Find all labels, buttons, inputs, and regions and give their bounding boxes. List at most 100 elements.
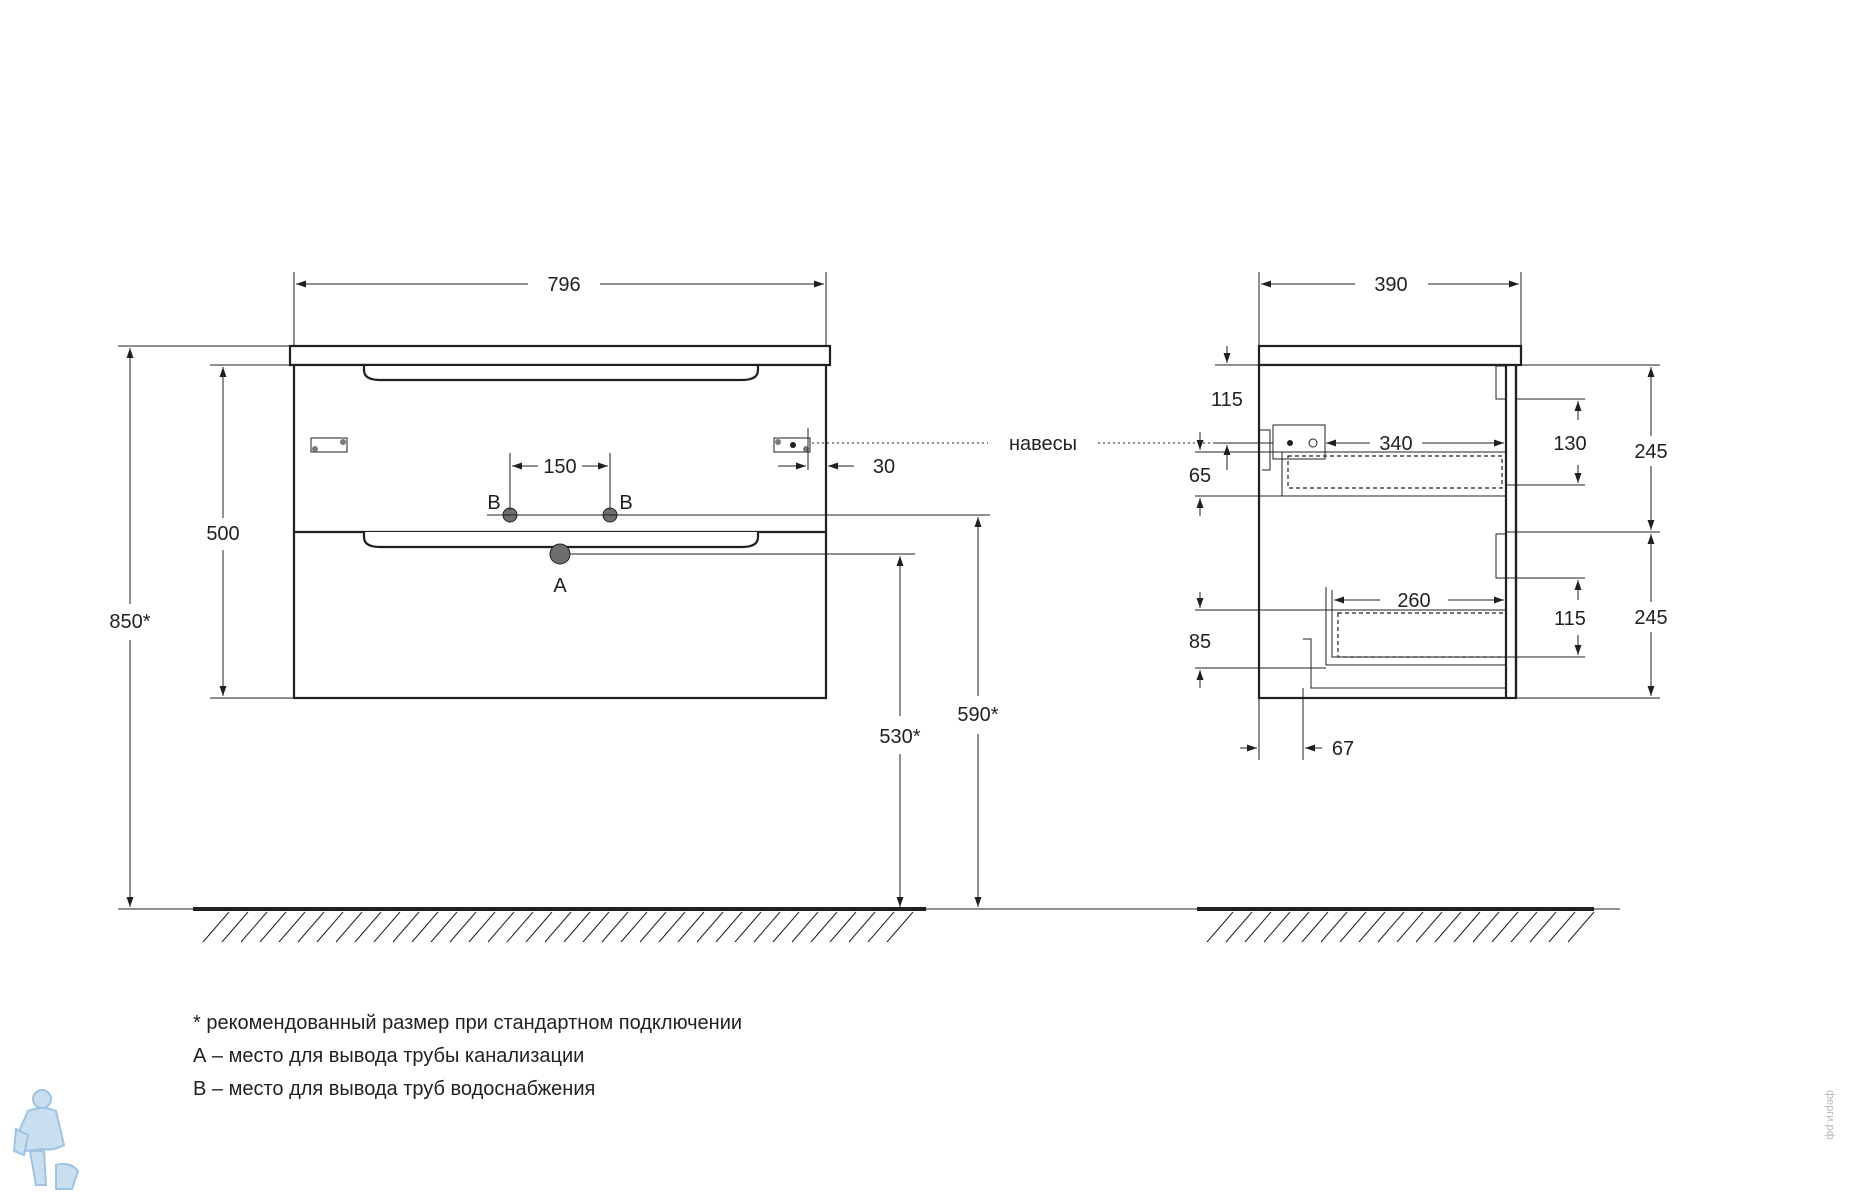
front-floor-hatch [202, 911, 914, 943]
hatch-stroke [563, 911, 591, 943]
hatch-stroke [202, 911, 230, 943]
dim-lower-drawer-depth: 260 [1397, 590, 1430, 612]
dim-lower-section: 245 [1634, 607, 1667, 629]
hatch-stroke [1206, 911, 1234, 943]
dim-upper-drawer-top: 130 [1553, 433, 1586, 455]
hatch-stroke [1320, 911, 1348, 943]
hatch-stroke [297, 911, 325, 943]
hatch-stroke [1263, 911, 1291, 943]
hatch-stroke [867, 911, 895, 943]
hatch-stroke [430, 911, 458, 943]
hatch-stroke [506, 911, 534, 943]
hatch-stroke [1491, 911, 1519, 943]
hatch-stroke [411, 911, 439, 943]
site-watermark: ферги.рф [1824, 1090, 1836, 1140]
dim-front-width: 796 [547, 274, 580, 296]
hatch-stroke [886, 911, 914, 943]
dim-supply-spacing: 150 [543, 456, 576, 478]
dim-hanger-depth: 340 [1379, 433, 1412, 455]
hatch-stroke [696, 911, 724, 943]
hatch-stroke [1548, 911, 1576, 943]
hatch-stroke [1244, 911, 1272, 943]
front-countertop [288, 344, 832, 367]
hatch-stroke [487, 911, 515, 943]
dim-back-offset: 67 [1332, 738, 1354, 760]
hatch-stroke [221, 911, 249, 943]
hatch-stroke [810, 911, 838, 943]
lower-drawer-box [1331, 609, 1507, 658]
hatch-stroke [449, 911, 477, 943]
hatch-stroke [354, 911, 382, 943]
hatch-stroke [1301, 911, 1329, 943]
hatch-stroke [1282, 911, 1310, 943]
dim-upper-section: 245 [1634, 441, 1667, 463]
hatch-stroke [753, 911, 781, 943]
note-recommended: * рекомендованный размер при стандартном… [193, 1012, 743, 1034]
legend-notes: * рекомендованный размер при стандартном… [193, 1007, 742, 1106]
hatch-stroke [278, 911, 306, 943]
hatch-stroke [1567, 911, 1595, 943]
hatch-stroke [1225, 911, 1253, 943]
hatch-stroke [1510, 911, 1538, 943]
hatch-stroke [1472, 911, 1500, 943]
hatch-stroke [240, 911, 268, 943]
hatch-stroke [1434, 911, 1462, 943]
dim-drain-height: 530* [879, 726, 920, 748]
dim-hanger-offset: 30 [873, 456, 895, 478]
hatch-stroke [392, 911, 420, 943]
hatch-stroke [791, 911, 819, 943]
hatch-stroke [1339, 911, 1367, 943]
dim-hanger-top: 115 [1211, 389, 1243, 411]
hatch-stroke [658, 911, 686, 943]
upper-drawer-handle [362, 366, 760, 382]
hatch-stroke [620, 911, 648, 943]
hatch-stroke [316, 911, 344, 943]
hatch-stroke [715, 911, 743, 943]
hanger-label: навесы [1009, 433, 1077, 455]
side-hanger-bracket [1260, 424, 1326, 471]
hatch-stroke [677, 911, 705, 943]
hatch-stroke [1358, 911, 1386, 943]
hatch-stroke [1529, 911, 1557, 943]
upper-drawer-box [1281, 451, 1507, 497]
side-countertop [1257, 344, 1523, 367]
side-cabinet-body [1257, 363, 1518, 700]
front-view: B B A 796 850* 500 150 30 5 [109, 272, 1620, 943]
hatch-stroke [1377, 911, 1405, 943]
dim-body-height: 500 [206, 523, 239, 545]
back-cutout [1303, 638, 1506, 689]
dim-lower-drawer-top: 115 [1554, 608, 1586, 630]
dim-total-height: 850* [109, 611, 150, 633]
hatch-stroke [639, 911, 667, 943]
hatch-stroke [544, 911, 572, 943]
hatch-stroke [1415, 911, 1443, 943]
dim-supply-height: 590* [957, 704, 998, 726]
note-drain: А – место для вывода трубы канализации [193, 1045, 585, 1067]
hatch-stroke [373, 911, 401, 943]
drain-label: A [553, 575, 567, 597]
hatch-stroke [468, 911, 496, 943]
dim-side-depth: 390 [1374, 274, 1407, 296]
hatch-stroke [1396, 911, 1424, 943]
hatch-stroke [259, 911, 287, 943]
note-supply: В – место для вывода труб водоснабжения [193, 1078, 596, 1100]
hatch-stroke [1453, 911, 1481, 943]
hatch-stroke [848, 911, 876, 943]
hatch-stroke [335, 911, 363, 943]
side-view: 390 115 340 65 130 260 115 [1189, 272, 1668, 943]
dim-lower-drawer-height: 85 [1189, 631, 1211, 653]
hatch-stroke [772, 911, 800, 943]
hatch-stroke [525, 911, 553, 943]
dim-upper-drawer-height: 65 [1189, 465, 1211, 487]
hatch-stroke [829, 911, 857, 943]
supply-label-left: B [487, 492, 500, 514]
side-floor-hatch [1206, 911, 1595, 943]
plumber-logo-icon [12, 1089, 80, 1190]
left-hanger-bracket [310, 437, 348, 453]
hatch-stroke [601, 911, 629, 943]
hatch-stroke [734, 911, 762, 943]
drain-outlet [549, 543, 571, 565]
supply-label-right: B [619, 492, 632, 514]
hatch-stroke [582, 911, 610, 943]
